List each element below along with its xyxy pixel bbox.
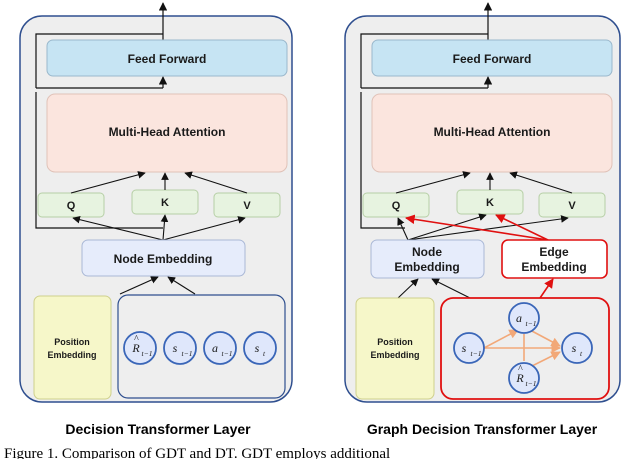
gdt-edge-to-q-arrow xyxy=(405,214,549,241)
svg-text:t−1: t−1 xyxy=(182,349,193,358)
gdt-node-return: R ^ t−1 xyxy=(508,362,540,394)
dt-residual-mha xyxy=(35,92,163,229)
dt-mha-label: Multi-Head Attention xyxy=(109,125,226,139)
svg-text:s: s xyxy=(173,341,178,355)
gdt-position-label-1: Position xyxy=(377,337,413,347)
dt-token-sequence-box xyxy=(117,294,286,399)
gdt-mha-block xyxy=(371,93,613,173)
svg-text:t−1: t−1 xyxy=(526,319,537,328)
svg-text:R: R xyxy=(515,371,524,385)
dt-feed-forward-label: Feed Forward xyxy=(128,52,207,66)
svg-text:t: t xyxy=(263,349,266,358)
gdt-edge-embedding-label-1: Edge xyxy=(539,245,569,259)
svg-text:t−1: t−1 xyxy=(471,349,482,358)
gdt-graph-to-edge-arrow xyxy=(539,278,554,299)
svg-text:t: t xyxy=(580,349,583,358)
svg-text:R: R xyxy=(131,341,140,355)
gdt-node-embedding-block xyxy=(370,239,485,279)
svg-text:t−1: t−1 xyxy=(142,349,153,358)
svg-text:s: s xyxy=(255,341,260,355)
gdt-k-label: K xyxy=(486,197,494,209)
svg-text:a: a xyxy=(516,311,522,325)
dt-node-embedding-label: Node Embedding xyxy=(114,252,213,266)
svg-text:^: ^ xyxy=(134,334,139,345)
dt-token-action-prev: a t−1 xyxy=(203,331,237,365)
dt-feed-forward-block xyxy=(46,39,288,77)
gdt-edge-embedding-label-2: Embedding xyxy=(521,260,586,274)
gdt-position-embedding-block xyxy=(355,297,435,400)
gdt-v-label: V xyxy=(568,200,576,212)
gdt-node-embedding-label-2: Embedding xyxy=(394,260,459,274)
gdt-layer-panel: Feed Forward Multi-Head Attention Q K V … xyxy=(344,2,621,403)
dt-position-embedding-block xyxy=(33,295,112,400)
dt-position-label-2: Embedding xyxy=(48,350,97,360)
dt-k-label: K xyxy=(161,197,169,209)
svg-text:t−1: t−1 xyxy=(222,349,233,358)
svg-text:a: a xyxy=(212,341,218,355)
gdt-node-embedding-label-1: Node xyxy=(412,245,442,259)
gdt-node-action-prev: a t−1 xyxy=(508,302,540,334)
dt-layer-panel: Feed Forward Multi-Head Attention Q K V … xyxy=(19,2,293,403)
gdt-node-state-current: s t xyxy=(561,332,593,364)
svg-text:t−1: t−1 xyxy=(526,379,537,388)
gdt-graph-box xyxy=(440,297,610,400)
gdt-mha-label: Multi-Head Attention xyxy=(434,125,551,139)
gdt-position-label-2: Embedding xyxy=(371,350,420,360)
gdt-residual-mha xyxy=(360,92,405,229)
gdt-edge-embedding-block xyxy=(501,239,608,279)
gdt-title: Graph Decision Transformer Layer xyxy=(367,421,598,437)
svg-text:s: s xyxy=(462,341,467,355)
svg-text:^: ^ xyxy=(518,364,523,375)
dt-q-label: Q xyxy=(67,200,76,212)
gdt-residual-ff xyxy=(360,33,488,88)
dt-position-label-1: Position xyxy=(54,337,90,347)
dt-token-state-prev: s t−1 xyxy=(163,331,197,365)
svg-text:s: s xyxy=(572,341,577,355)
dt-title: Decision Transformer Layer xyxy=(65,421,251,437)
dt-token-state-current: s t xyxy=(243,331,277,365)
gdt-edge-to-k-arrow xyxy=(495,214,549,241)
gdt-feed-forward-block xyxy=(371,39,613,77)
dt-token-return: R ^ t−1 xyxy=(123,331,157,365)
dt-mha-block xyxy=(46,93,288,173)
figure-caption: Figure 1. Comparison of GDT and DT. GDT … xyxy=(4,446,390,459)
dt-residual-ff xyxy=(35,33,163,88)
gdt-q-label: Q xyxy=(392,200,401,212)
dt-node-embedding-block xyxy=(81,239,246,277)
gdt-node-state-prev: s t−1 xyxy=(453,332,485,364)
gdt-feed-forward-label: Feed Forward xyxy=(453,52,532,66)
dt-v-label: V xyxy=(243,200,251,212)
